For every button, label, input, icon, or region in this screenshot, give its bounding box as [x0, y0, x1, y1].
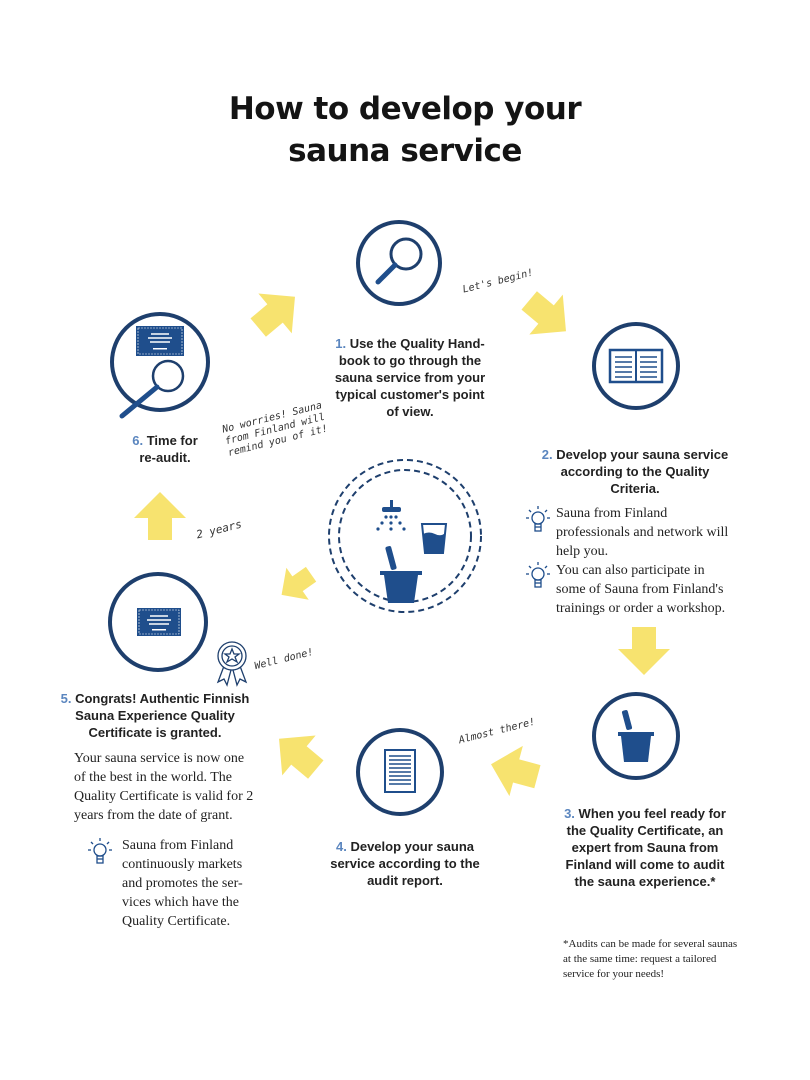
step-1-text: 1. Use the Quality Hand- book to go thro… [334, 336, 486, 419]
step-3-text: 3. When you feel ready for the Quality C… [564, 806, 726, 889]
certificate-icon [137, 608, 181, 636]
step-5-text: 5. Congrats! Authentic Finnish Sauna Exp… [60, 691, 250, 740]
step-6-text: 6. Time for re-audit. [132, 433, 198, 465]
step-5-paragraph: Your sauna service is now one of the bes… [74, 751, 254, 823]
step-2-text: 2. Develop your sauna service according … [541, 447, 729, 496]
sauna-bucket-icon [380, 546, 422, 603]
shower-icon [376, 500, 406, 531]
step-6-circle [110, 312, 210, 419]
step-2-circle [592, 322, 680, 410]
step-4-text: 4. Develop your sauna service according … [330, 839, 480, 888]
arrow-1-to-2 [512, 280, 583, 352]
arrow-6-to-1 [241, 276, 312, 348]
arrow-3-to-4 [484, 739, 545, 802]
book-icon [608, 348, 664, 384]
arrow-2-to-3 [618, 627, 670, 675]
center-sauna-illustration [328, 459, 482, 613]
step-3-circle [592, 692, 680, 780]
step-2-tip-1: Sauna from Finland professionals and net… [556, 506, 729, 559]
step-1-circle [356, 220, 442, 306]
certificate-magnifier-icon [119, 326, 185, 419]
lightbulb-icon [88, 838, 112, 864]
step-5-circle [108, 572, 208, 672]
magnifier-icon [375, 237, 423, 285]
lightbulb-icon [526, 506, 550, 532]
step-5-tip: Sauna from Finland continuously markets … [122, 838, 243, 929]
lightbulb-icon [526, 562, 550, 588]
arrow-center-to-5 [270, 558, 323, 611]
footnote: *Audits can be made for several saunas a… [563, 938, 738, 980]
step-2-tip-2: You can also participate in some of Saun… [556, 563, 726, 616]
bucket-icon [618, 710, 654, 762]
water-glass-icon [420, 523, 448, 554]
award-ribbon-icon [216, 641, 248, 687]
step-4-circle [356, 728, 444, 816]
page-title: How to develop your sauna service [228, 91, 582, 169]
arrow-5-to-6 [134, 492, 186, 540]
report-icon [384, 749, 416, 793]
